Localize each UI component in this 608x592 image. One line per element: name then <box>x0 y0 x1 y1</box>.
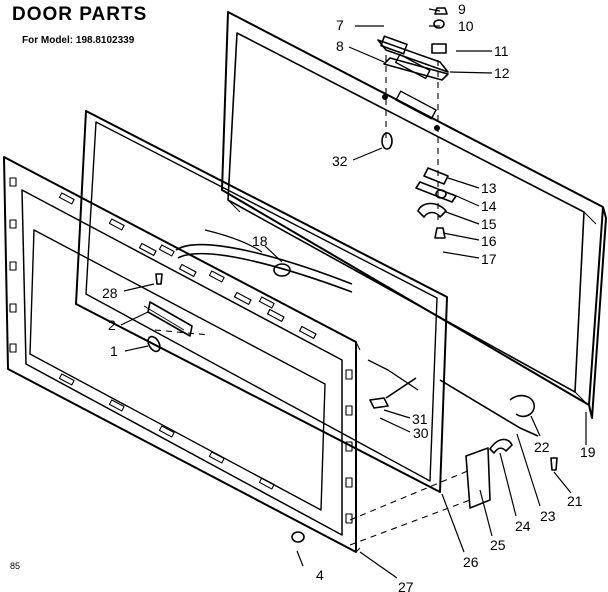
callout-25: 25 <box>490 537 506 553</box>
interior-parts <box>143 273 419 543</box>
model-subtitle: For Model: 198.8102339 <box>22 35 135 46</box>
inner-door-panel <box>3 156 361 553</box>
leader-lines <box>120 8 587 579</box>
alignment-lines <box>154 55 471 546</box>
callout-17: 17 <box>481 251 497 267</box>
callout-19: 19 <box>580 444 596 460</box>
callout-10: 10 <box>458 18 474 34</box>
callout-16: 16 <box>481 233 497 249</box>
outer-door-frame <box>221 11 607 419</box>
callout-9: 9 <box>458 1 466 17</box>
callout-28: 28 <box>102 285 118 301</box>
door-gasket-frame <box>75 110 448 493</box>
callout-31: 31 <box>412 411 428 427</box>
callout-11: 11 <box>494 43 509 59</box>
callout-7: 7 <box>336 17 344 33</box>
callout-12: 12 <box>494 65 510 81</box>
latch-hardware <box>377 7 457 239</box>
hinge-hardware <box>439 379 558 509</box>
callout-32: 32 <box>332 153 348 169</box>
callout-21: 21 <box>567 493 583 509</box>
footer-code: 85 <box>10 561 21 571</box>
callout-30: 30 <box>413 425 429 441</box>
callout-27: 27 <box>398 579 414 592</box>
callout-15: 15 <box>481 216 497 232</box>
callout-22: 22 <box>534 439 550 455</box>
handle-bar <box>175 229 353 293</box>
callout-4: 4 <box>316 567 324 583</box>
page-title: DOOR PARTS <box>12 4 148 25</box>
callout-24: 24 <box>515 518 531 534</box>
callout-26: 26 <box>463 554 479 570</box>
callout-2: 2 <box>108 317 116 333</box>
callout-18: 18 <box>252 233 268 249</box>
callout-23: 23 <box>540 508 556 524</box>
callout-8: 8 <box>336 38 344 54</box>
callout-14: 14 <box>481 198 497 214</box>
callout-13: 13 <box>481 180 497 196</box>
callout-labels: 1 2 4 7 8 9 10 11 12 13 14 15 16 17 18 1… <box>102 1 596 592</box>
callout-1: 1 <box>110 343 118 359</box>
